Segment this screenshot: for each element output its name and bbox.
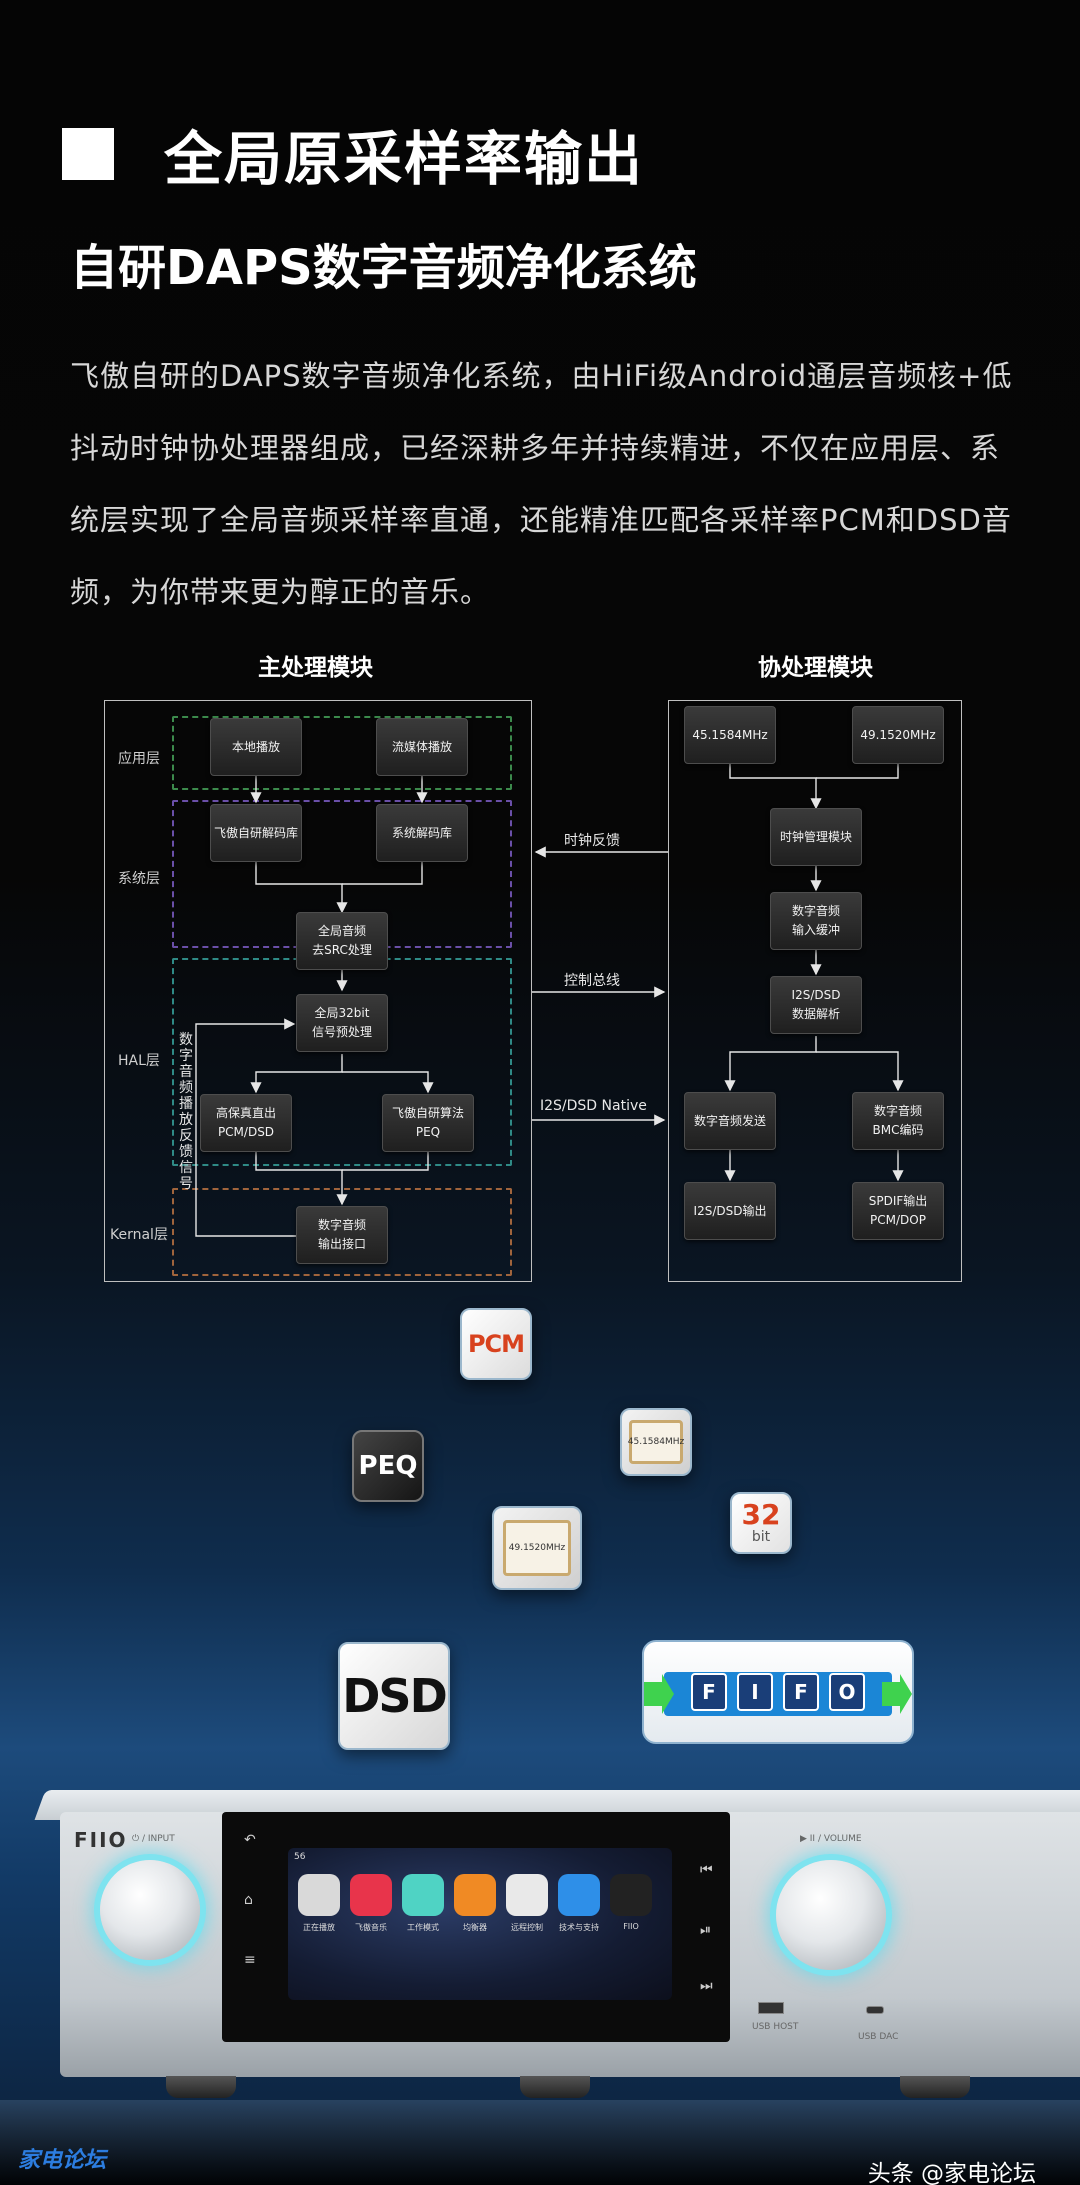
node-clock-management: 时钟管理模块 xyxy=(770,808,862,866)
app-fiio-icon xyxy=(610,1874,652,1916)
page-title: 全局原采样率输出 xyxy=(164,125,645,193)
node-clock-45: 45.1584MHz xyxy=(684,706,776,764)
32bit-number: 32 xyxy=(741,1498,781,1531)
fifo-cell: F xyxy=(783,1673,819,1711)
app-support-icon xyxy=(558,1874,600,1916)
node-local-play: 本地播放 xyxy=(210,718,302,776)
intro-line: 抖动时钟协处理器组成，已经深耕多年并持续精进，不仅在应用层、系 xyxy=(70,431,1001,465)
oscillator-49-chip: 49.1520MHz xyxy=(492,1506,582,1590)
home-icon: ⌂ xyxy=(244,1892,253,1908)
node-audio-send: 数字音频发送 xyxy=(684,1092,776,1150)
node-bmc-encode: 数字音频 BMC编码 xyxy=(852,1092,944,1150)
fifo-chip: F I F O xyxy=(642,1640,914,1744)
oscillator-45-chip: 45.1584MHz xyxy=(620,1408,692,1476)
fifo-cell: I xyxy=(737,1673,773,1711)
usb-host-port xyxy=(758,2002,784,2014)
oscillator-49-text: 49.1520MHz xyxy=(502,1520,572,1576)
node-fiio-decoder: 飞傲自研解码库 xyxy=(210,804,302,862)
play-pause-icon: ⏯ xyxy=(700,1922,712,1938)
link-i2s-native: I2S/DSD Native xyxy=(540,1098,647,1114)
intro-line: 飞傲自研的DAPS数字音频净化系统，由HiFi级Android通层音频核+低 xyxy=(70,359,1013,393)
node-spdif-output: SPDIF输出 PCM/DOP xyxy=(852,1182,944,1240)
fifo-cell: F xyxy=(691,1673,727,1711)
architecture-diagram: 主处理模块 协处理模块 应用层 系统层 HAL层 Kernal层 xyxy=(0,640,1080,1290)
pcm-chip: PCM xyxy=(460,1308,532,1380)
link-control-bus: 控制总线 xyxy=(564,973,620,989)
next-track-icon: ⏭ xyxy=(700,1978,713,1994)
node-data-parse: I2S/DSD 数据解析 xyxy=(770,976,862,1034)
dsd-chip-text: DSD xyxy=(342,1669,447,1723)
node-output-interface: 数字音频 输出接口 xyxy=(296,1206,388,1264)
feedback-signal-label: 数字音频播放反馈信号 xyxy=(179,1032,193,1192)
input-label: ⏻ / INPUT xyxy=(132,1834,175,1844)
node-peq: 飞傲自研算法 PEQ xyxy=(382,1094,474,1152)
app-label: 远程控制 xyxy=(511,1923,543,1932)
layer-hal-label: HAL层 xyxy=(118,1053,160,1069)
layer-kernel-label: Kernal层 xyxy=(110,1227,168,1243)
surface-reflection xyxy=(0,2100,1080,2185)
status-bar-text: 56 xyxy=(294,1852,306,1862)
node-system-decoder: 系统解码库 xyxy=(376,804,468,862)
prev-track-icon: ⏮ xyxy=(700,1862,713,1878)
page-subtitle: 自研DAPS数字音频净化系统 xyxy=(70,240,697,296)
back-icon: ↶ xyxy=(244,1832,256,1848)
node-direct-output: 高保真直出 PCM/DSD xyxy=(200,1094,292,1152)
app-label: 飞傲音乐 xyxy=(355,1923,387,1932)
node-stream-play: 流媒体播放 xyxy=(376,718,468,776)
device-foot xyxy=(166,2076,236,2098)
headline: 全局原采样率输出 xyxy=(62,112,644,196)
node-i2s-output: I2S/DSD输出 xyxy=(684,1182,776,1240)
layer-system-label: 系统层 xyxy=(118,871,160,887)
oscillator-45-text: 45.1584MHz xyxy=(628,1419,684,1465)
main-module-title: 主处理模块 xyxy=(258,655,373,681)
usb-dac-label: USB DAC xyxy=(858,2032,899,2042)
menu-icon: ≡ xyxy=(244,1952,256,1968)
device-foot xyxy=(900,2076,970,2098)
app-now-playing-icon xyxy=(298,1874,340,1916)
layer-app-label: 应用层 xyxy=(118,751,160,767)
app-fiio-music-icon xyxy=(350,1874,392,1916)
node-32bit-preprocess: 全局32bit 信号预处理 xyxy=(296,994,388,1052)
watermark-left: 家电论坛 xyxy=(18,2148,107,2173)
device-render: FIIO ⏻ / INPUT ↶ ⌂ ≡ ⏮ ⏯ ⏭ 56 正在播放 飞傲音乐 … xyxy=(0,1770,1080,2185)
32bit-chip: 32 bit xyxy=(730,1492,792,1554)
device-brand-logo: FIIO xyxy=(74,1828,128,1852)
watermark-right: 头条 @家电论坛 xyxy=(867,2161,1036,2185)
intro-line: 统层实现了全局音频采样率直通，还能精准匹配各采样率PCM和DSD音 xyxy=(70,503,1012,537)
link-clock-feedback: 时钟反馈 xyxy=(564,833,620,849)
app-label: 工作模式 xyxy=(407,1923,439,1932)
volume-knob xyxy=(776,1860,886,1970)
volume-label: ▶ II / VOLUME xyxy=(800,1834,862,1844)
layer-app-box xyxy=(172,716,512,790)
app-equalizer-icon xyxy=(454,1874,496,1916)
main-module-panel xyxy=(104,700,532,1282)
app-work-mode-icon xyxy=(402,1874,444,1916)
app-label: 正在播放 xyxy=(303,1923,335,1932)
usb-host-label: USB HOST xyxy=(752,2022,799,2032)
intro-paragraph: 飞傲自研的DAPS数字音频净化系统，由HiFi级Android通层音频核+低 抖… xyxy=(70,340,1030,628)
app-label: 均衡器 xyxy=(463,1923,487,1932)
32bit-unit: bit xyxy=(751,1529,771,1545)
node-input-buffer: 数字音频 输入缓冲 xyxy=(770,892,862,950)
diagram-wires xyxy=(195,764,904,1237)
input-knob xyxy=(100,1860,200,1960)
app-label: FIIO xyxy=(623,1922,639,1931)
device-foot xyxy=(520,2076,590,2098)
fifo-cell: O xyxy=(829,1673,865,1711)
title-square-icon xyxy=(62,128,114,180)
pcm-chip-text: PCM xyxy=(467,1330,525,1358)
node-src-processing: 全局音频 去SRC处理 xyxy=(296,912,388,970)
co-module-panel xyxy=(668,700,962,1282)
touch-screen xyxy=(288,1848,672,2000)
usb-dac-port xyxy=(866,2006,884,2014)
peq-chip-text: PEQ xyxy=(358,1451,418,1481)
co-module-title: 协处理模块 xyxy=(758,655,873,681)
peq-chip: PEQ xyxy=(352,1430,424,1502)
node-clock-49: 49.1520MHz xyxy=(852,706,944,764)
dsd-chip: DSD xyxy=(338,1642,450,1750)
app-remote-control-icon xyxy=(506,1874,548,1916)
app-label: 技术与支持 xyxy=(559,1923,599,1932)
intro-line: 频，为你带来更为醇正的音乐。 xyxy=(70,575,491,609)
